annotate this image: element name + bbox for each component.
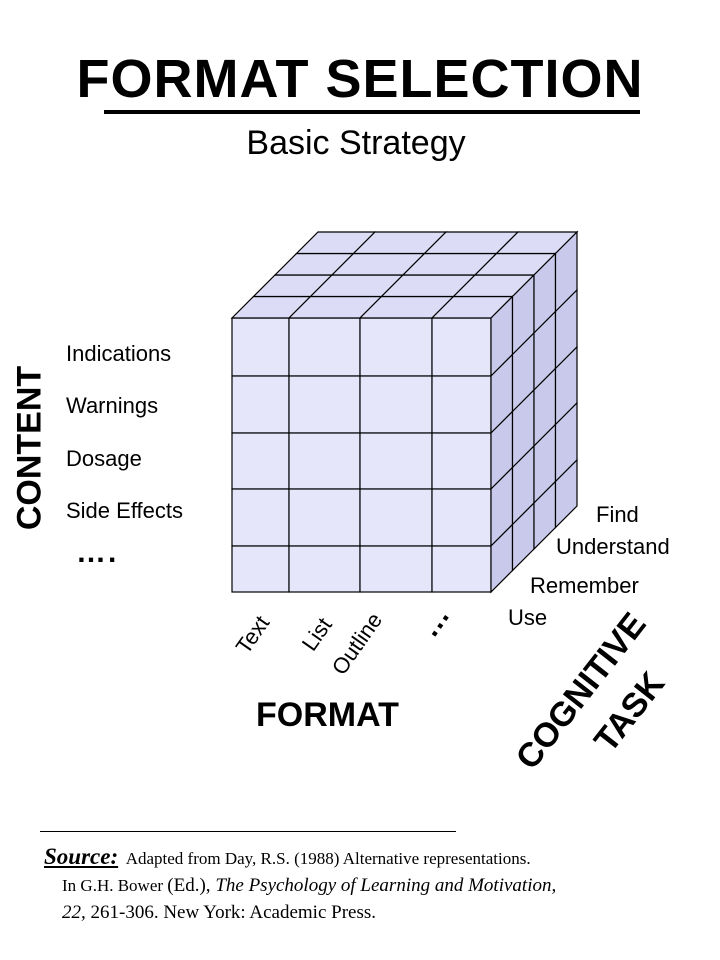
cube-front-cell xyxy=(431,432,492,490)
source-citation: Source: Adapted from Day, R.S. (1988) Al… xyxy=(44,843,556,926)
task-item-understand: Understand xyxy=(556,534,670,559)
task-item-use: Use xyxy=(508,605,548,630)
cube-front-cell xyxy=(431,375,492,434)
cube-top-face xyxy=(230,231,579,319)
source-label: Source: xyxy=(44,844,119,869)
cube-front-cell xyxy=(359,432,433,490)
cube-front-cell xyxy=(359,488,433,547)
content-axis-label: CONTENT xyxy=(10,365,49,531)
cube-front-face xyxy=(231,317,492,593)
cube-side-face xyxy=(490,230,578,594)
cube-front-cell xyxy=(231,488,290,547)
cube-front-cell xyxy=(231,545,290,593)
cube-front-cell xyxy=(359,375,433,434)
content-item-indications: Indications xyxy=(66,341,172,366)
format-axis-label: FORMAT xyxy=(256,696,399,734)
source-line1: Adapted from Day, R.S. (1988) Alternativ… xyxy=(125,849,531,868)
content-ellipsis: …. xyxy=(76,536,119,569)
source-line3-b: 261-306. New York: Academic Press. xyxy=(90,902,377,923)
source-line3-a: 22, xyxy=(62,902,91,923)
cube-front-cell xyxy=(288,545,361,593)
cube-front-cell xyxy=(288,488,361,547)
task-item-remember: Remember xyxy=(530,573,639,598)
task-item-find: Find xyxy=(596,502,639,527)
cube-front-cell xyxy=(231,375,290,434)
title-underline xyxy=(104,110,640,114)
cube-front-cell xyxy=(288,317,361,377)
page-title: FORMAT SELECTION xyxy=(76,49,644,109)
content-item-warnings: Warnings xyxy=(66,393,159,418)
cube-front-cell xyxy=(359,317,433,377)
content-item-side-effects: Side Effects xyxy=(66,498,183,523)
content-item-dosage: Dosage xyxy=(66,446,142,471)
source-line2-b: (Ed.), xyxy=(167,875,216,896)
source-divider xyxy=(40,831,456,832)
cube-front-cell xyxy=(431,545,492,593)
cube-front-cell xyxy=(431,317,492,377)
cube-front-cell xyxy=(288,432,361,490)
cube-front-cell xyxy=(288,375,361,434)
cube-side-cell xyxy=(554,458,578,529)
cube-front-cell xyxy=(231,317,290,377)
source-line2-a: In G.H. Bower xyxy=(62,876,168,895)
cube-front-cell xyxy=(231,432,290,490)
source-line2-c: The Psychology of Learning and Motivatio… xyxy=(215,875,557,896)
page-subtitle: Basic Strategy xyxy=(246,124,466,162)
cube-front-cell xyxy=(431,488,492,547)
cube-front-cell xyxy=(359,545,433,593)
